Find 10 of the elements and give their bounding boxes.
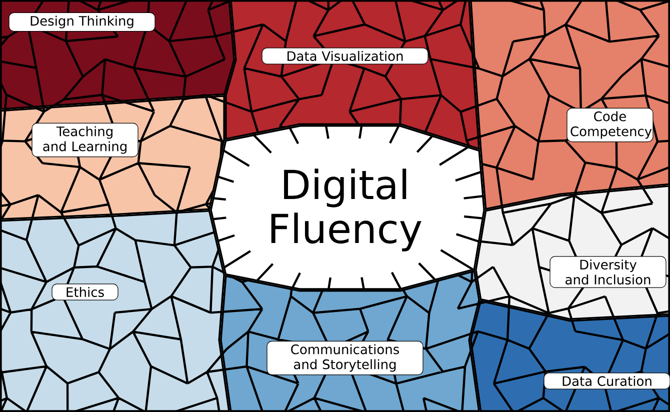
label-box: Data Curation bbox=[544, 372, 670, 390]
label-box: Ethics bbox=[52, 284, 118, 300]
label-box: Communications and Storytelling bbox=[266, 340, 424, 376]
topic-region bbox=[0, 0, 235, 110]
label-box: Teaching and Learning bbox=[32, 122, 138, 158]
label-box: Design Thinking bbox=[8, 12, 156, 32]
topic-region bbox=[470, 0, 670, 210]
label-box: Code Competency bbox=[566, 108, 654, 142]
label-box: Data Visualization bbox=[262, 48, 428, 64]
topic-region bbox=[0, 210, 230, 412]
